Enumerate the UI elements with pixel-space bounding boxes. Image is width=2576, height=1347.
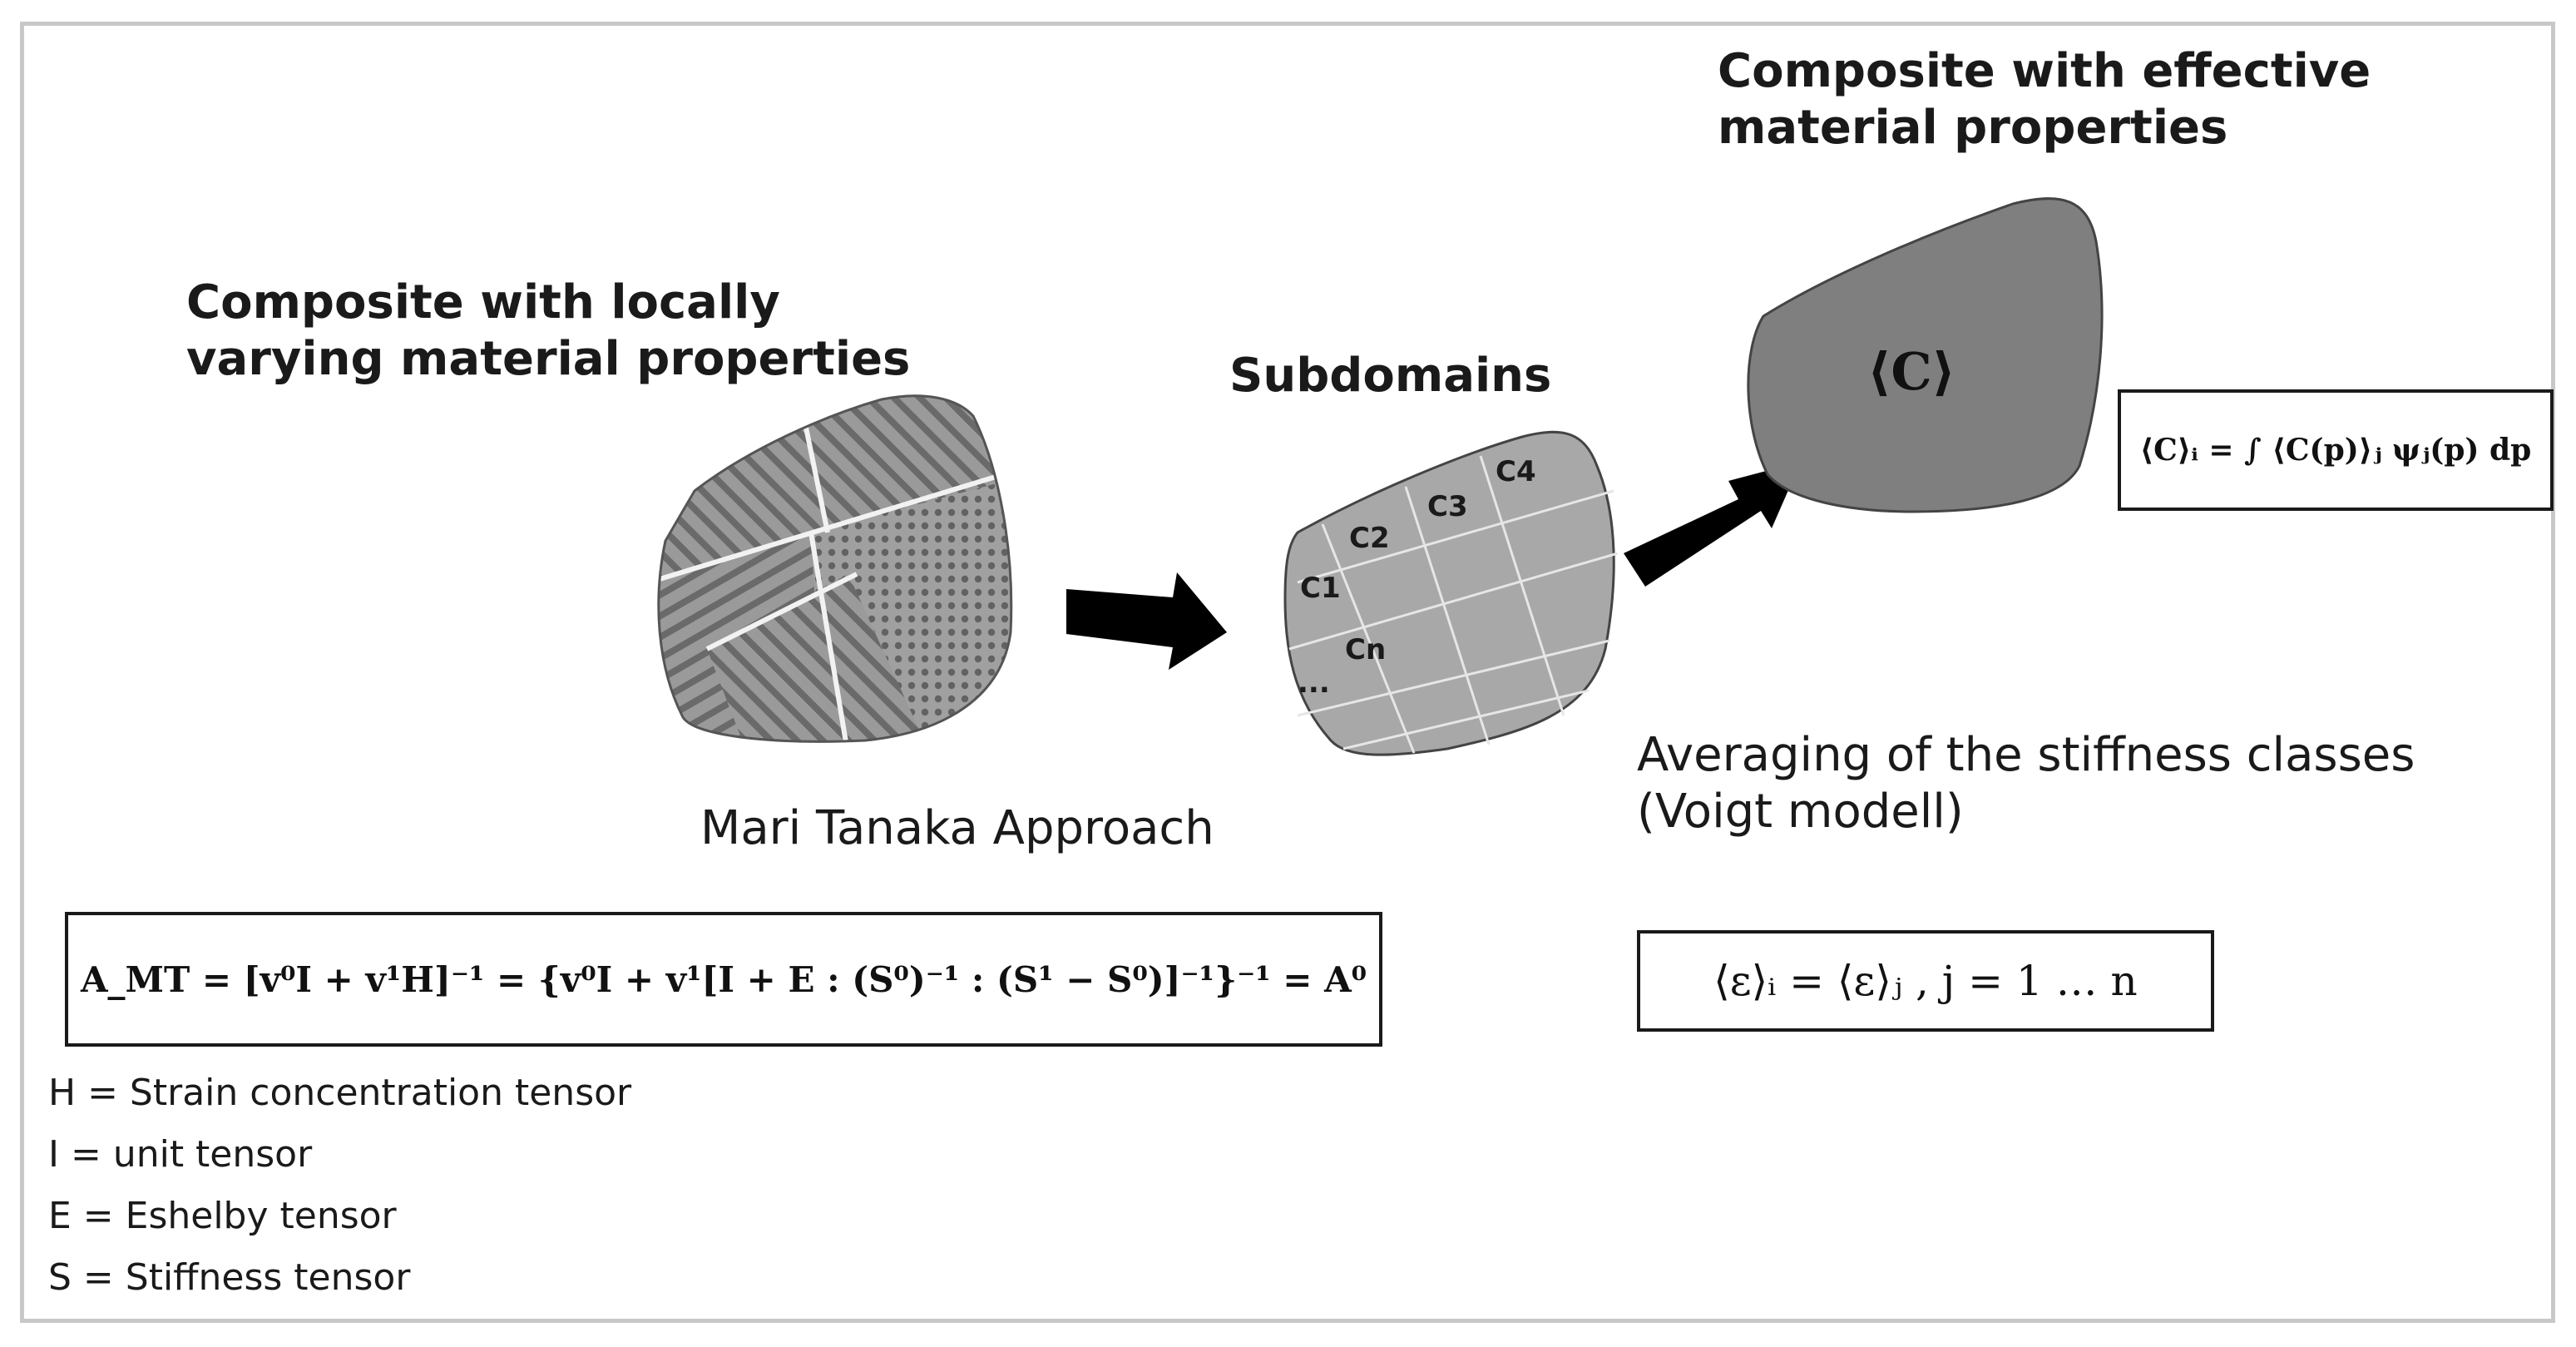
voigt-strain-formula: ⟨ε⟩ᵢ = ⟨ε⟩ⱼ , j = 1 … n bbox=[1713, 957, 2138, 1005]
mori-tanaka-formula-box: A_MT = [v⁰I + v¹H]⁻¹ = {v⁰I + v¹[I + E :… bbox=[65, 912, 1382, 1047]
legend-item-h: H = Strain concentration tensor bbox=[48, 1072, 632, 1114]
title-subdomains: Subdomains bbox=[1229, 349, 1552, 403]
subdomain-blob: C1 C2 C3 C4 Cn ... bbox=[1283, 430, 1619, 756]
subdomain-label-c4: C4 bbox=[1496, 455, 1536, 488]
averaging-line-2: (Voigt modell) bbox=[1637, 785, 1964, 839]
effective-symbol: ⟨C⟩ bbox=[1867, 341, 1955, 402]
arrow-1 bbox=[1066, 572, 1227, 670]
mori-tanaka-formula: A_MT = [v⁰I + v¹H]⁻¹ = {v⁰I + v¹[I + E :… bbox=[80, 958, 1367, 1000]
legend-item-e: E = Eshelby tensor bbox=[48, 1195, 397, 1237]
subdomain-label-ellipsis: ... bbox=[1298, 666, 1330, 700]
microstructure-blob bbox=[658, 395, 1011, 742]
title-local-line-1: Composite with locally bbox=[186, 275, 780, 329]
title-local-line-2: varying material properties bbox=[186, 332, 911, 386]
subdomain-label-c2: C2 bbox=[1349, 522, 1390, 555]
subdomain-label-c3: C3 bbox=[1427, 490, 1468, 523]
legend-item-s: S = Stiffness tensor bbox=[48, 1256, 411, 1299]
figure-frame bbox=[20, 22, 2555, 1323]
legend-item-i: I = unit tensor bbox=[48, 1133, 313, 1176]
effective-stiffness-formula-box: ⟨C⟩ᵢ = ∫ ⟨C(p)⟩ⱼ ψⱼ(p) dp bbox=[2118, 389, 2554, 511]
title-effective-line-2: material properties bbox=[1718, 101, 2228, 155]
averaging-line-1: Averaging of the stiffness classes bbox=[1637, 728, 2415, 782]
subdomain-label-cn: Cn bbox=[1345, 633, 1386, 666]
averaging-label: Averaging of the stiffness classes (Voig… bbox=[1637, 727, 2415, 840]
effective-blob: ⟨C⟩ bbox=[1747, 197, 2104, 513]
title-local-properties: Composite with locally varying material … bbox=[186, 275, 910, 388]
subdomain-label-c1: C1 bbox=[1300, 572, 1341, 605]
title-effective-properties: Composite with effective material proper… bbox=[1718, 43, 2371, 156]
title-effective-line-1: Composite with effective bbox=[1718, 44, 2371, 98]
approach-label: Mari Tanaka Approach bbox=[700, 801, 1214, 855]
arrow-2 bbox=[1624, 462, 1801, 587]
effective-stiffness-formula: ⟨C⟩ᵢ = ∫ ⟨C(p)⟩ⱼ ψⱼ(p) dp bbox=[2139, 433, 2532, 468]
voigt-strain-formula-box: ⟨ε⟩ᵢ = ⟨ε⟩ⱼ , j = 1 … n bbox=[1637, 930, 2214, 1032]
